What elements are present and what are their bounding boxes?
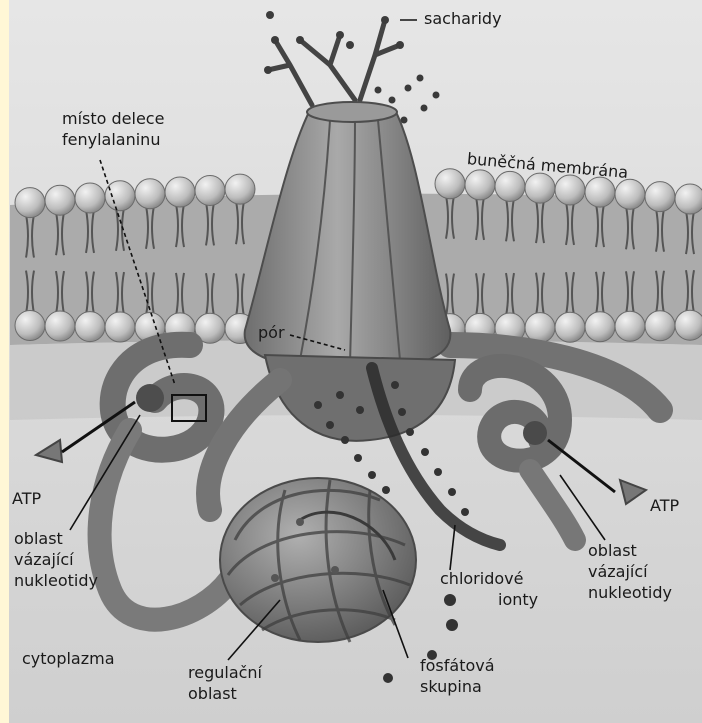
label-chloride-line1: chloridové <box>440 568 538 589</box>
label-nbd-left-line1: oblast <box>14 528 98 549</box>
label-nbd-left-line2: vázající <box>14 549 98 570</box>
label-cytoplasm-text: cytoplazma <box>22 648 115 669</box>
lipid-head-inner <box>45 311 75 341</box>
label-nbd-left-line3: nukleotidy <box>14 570 98 591</box>
label-regulatory-line2: oblast <box>188 683 262 704</box>
label-nbd-right: oblast vázající nukleotidy <box>588 540 672 603</box>
label-nbd-right-line2: vázající <box>588 561 672 582</box>
lipid-head-outer <box>645 182 675 212</box>
label-atp-left: ATP <box>12 488 41 509</box>
lipid-head-outer <box>435 169 465 199</box>
lipid-head-outer <box>615 179 645 209</box>
label-sacharidy: sacharidy <box>424 8 502 29</box>
lipid-head-outer <box>75 183 105 213</box>
label-atp-left-text: ATP <box>12 488 41 509</box>
lipid-head-inner <box>555 312 585 342</box>
lipid-head-inner <box>615 311 645 341</box>
lipid-head-outer <box>495 171 525 201</box>
label-phosphate-line2: skupina <box>420 676 495 697</box>
lipid-head-outer <box>525 173 555 203</box>
label-phosphate: fosfátová skupina <box>420 655 495 697</box>
regulatory-domain <box>220 478 416 642</box>
label-pore-text: pór <box>258 322 285 343</box>
label-deletion-line2: fenylalaninu <box>62 129 164 150</box>
lipid-head-inner <box>15 311 45 341</box>
label-nbd-right-line3: nukleotidy <box>588 582 672 603</box>
lipid-head-outer <box>15 188 45 218</box>
label-atp-right-text: ATP <box>650 495 679 516</box>
lipid-head-inner <box>675 310 702 340</box>
lipid-head-inner <box>75 312 105 342</box>
label-regulatory: regulační oblast <box>188 662 262 704</box>
lipid-head-outer <box>225 174 255 204</box>
lipid-head-outer <box>555 175 585 205</box>
lipid-head-outer <box>465 170 495 200</box>
label-cytoplasm: cytoplazma <box>22 648 115 669</box>
label-phosphate-line1: fosfátová <box>420 655 495 676</box>
lipid-head-inner <box>645 311 675 341</box>
label-regulatory-line1: regulační <box>188 662 262 683</box>
lipid-head-outer <box>135 179 165 209</box>
lipid-head-inner <box>105 312 135 342</box>
label-nbd-right-line1: oblast <box>588 540 672 561</box>
label-atp-right: ATP <box>650 495 679 516</box>
lipid-head-inner <box>585 312 615 342</box>
label-sacharidy-text: sacharidy <box>424 8 502 29</box>
lipid-head-outer <box>45 185 75 215</box>
lipid-head-outer <box>105 181 135 211</box>
label-chloride-line2: ionty <box>440 589 538 610</box>
left-edge-strip <box>0 0 9 723</box>
lipid-head-outer <box>195 175 225 205</box>
label-deletion-site: místo delece fenylalaninu <box>62 108 164 150</box>
lipid-head-outer <box>675 184 702 214</box>
label-chloride: chloridové ionty <box>440 568 538 610</box>
label-deletion-line1: místo delece <box>62 108 164 129</box>
label-nbd-left: oblast vázající nukleotidy <box>14 528 98 591</box>
label-pore: pór <box>258 322 285 343</box>
lipid-head-outer <box>165 177 195 207</box>
